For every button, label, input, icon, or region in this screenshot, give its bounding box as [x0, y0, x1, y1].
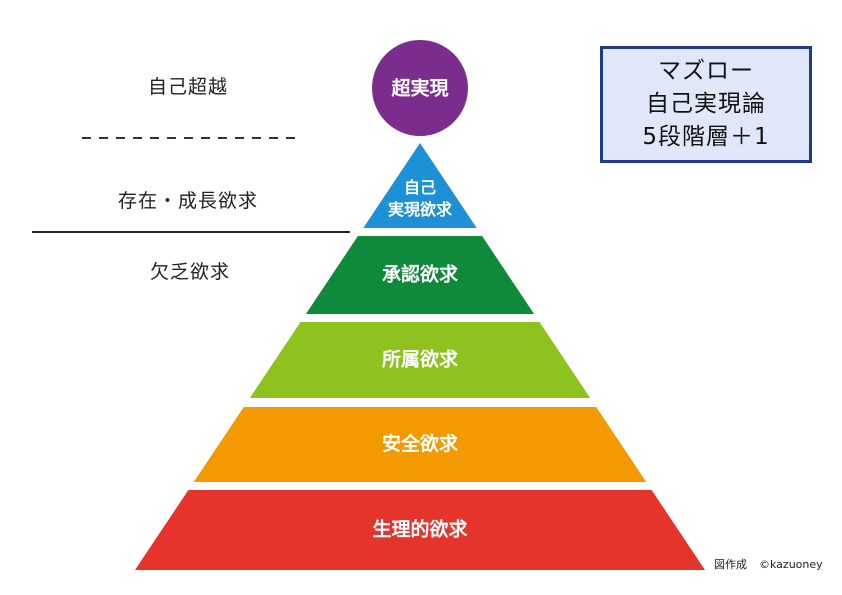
pyramid-level-5-label: 生理的欲求	[372, 518, 468, 541]
deficiency-needs-label: 欠乏欲求	[150, 261, 231, 283]
top-circle-label: 超実現	[390, 77, 448, 100]
pyramid-level-1-label: 自己	[404, 178, 436, 197]
pyramid-level-4	[193, 407, 647, 482]
pyramid-level-2-label: 承認欲求	[382, 263, 459, 286]
credit-author: ©kazuoney	[759, 558, 823, 571]
pyramid-level-2	[305, 236, 535, 314]
credit: 図作成 ©kazuoney	[714, 556, 823, 572]
title-line-3: 5段階層＋1	[642, 124, 770, 150]
pyramid-level-4-label: 安全欲求	[382, 432, 459, 455]
pyramid-level-3-label: 所属欲求	[382, 348, 459, 371]
top-circle	[372, 40, 468, 136]
pyramid-level-1-label: 実現欲求	[388, 200, 453, 219]
pyramid-level-3	[249, 322, 591, 398]
pyramid-level-5	[135, 490, 705, 570]
credit-made-by: 図作成	[714, 558, 747, 571]
title-line-1: マズロー	[658, 58, 754, 84]
pyramid-level-1	[363, 143, 477, 228]
self-transcendence-label: 自己超越	[148, 76, 229, 98]
title-line-2: 自己実現論	[646, 91, 766, 117]
growth-needs-label: 存在・成長欲求	[118, 190, 259, 212]
title-box: マズロー 自己実現論 5段階層＋1	[600, 46, 812, 163]
